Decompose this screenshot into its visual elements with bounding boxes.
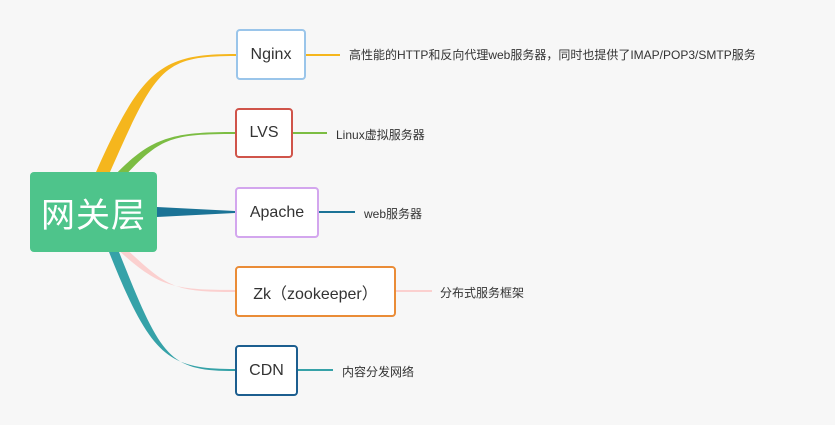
desc-nginx: 高性能的HTTP和反向代理web服务器，同时也提供了IMAP/POP3/SMTP… [349,48,756,62]
node-lvs[interactable]: LVS [235,108,293,158]
branch-connector [120,252,235,292]
node-nginx[interactable]: Nginx [236,29,306,80]
desc-zookeeper: 分布式服务框架 [440,286,525,300]
desc-cdn: 内容分发网络 [342,365,415,379]
desc-lvs: Linux虚拟服务器 [336,128,425,142]
node-zookeeper[interactable]: Zk（zookeeper） [235,266,396,317]
node-cdn[interactable]: CDN [235,345,298,396]
root-node[interactable]: 网关层 [30,172,157,252]
branch-connector [157,207,235,217]
desc-apache: web服务器 [364,207,423,221]
node-apache[interactable]: Apache [235,187,319,238]
branch-connector [96,54,236,172]
branch-connector [109,252,235,371]
